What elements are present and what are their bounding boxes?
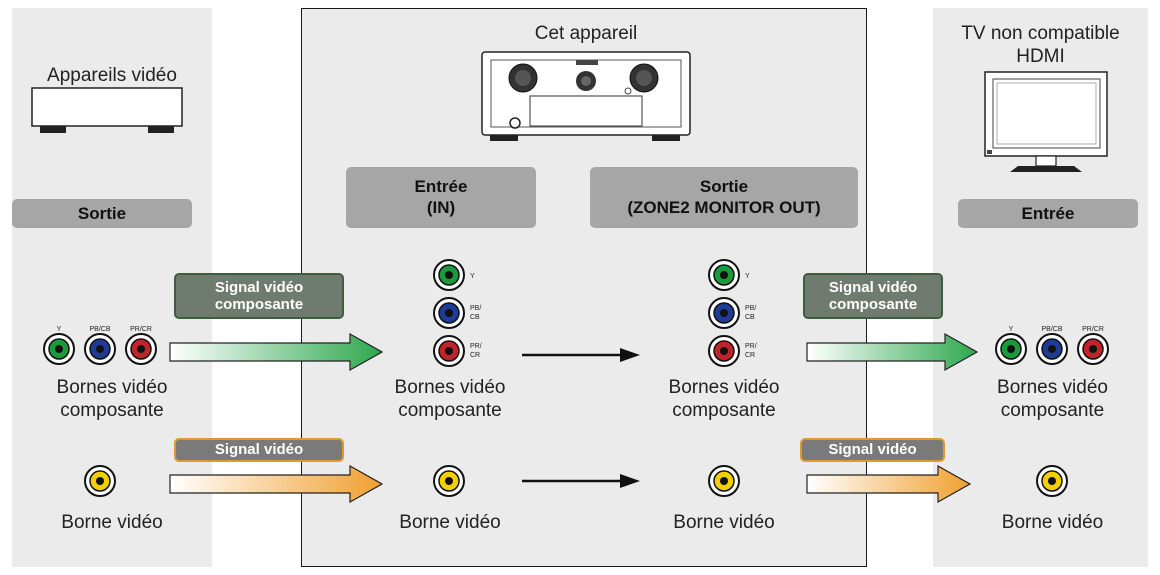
output-video-jack [708,465,740,497]
tv-component-caption: Bornes vidéo composante [950,376,1155,422]
input-component-caption: Bornes vidéo composante [350,376,550,422]
component-signal-line1-right: Signal vidéo [828,279,918,296]
tv-label-line2: HDMI [1016,46,1065,67]
output-jack-label-cr: CR [745,352,755,359]
right-jack-label-y: Y [1009,326,1014,333]
input-jack-label-pr: PR/ [470,343,482,350]
output-jack-label-pb: PB/ [745,305,756,312]
output-jack-label-pr: PR/ [745,343,757,350]
right-component-jacks [995,333,1109,365]
video-signal-tag-right: Signal vidéo [800,438,945,462]
tv-video-caption: Borne vidéo [1001,512,1104,533]
left-jack-label-pb: PB/CB [89,326,110,333]
tv-icon [984,71,1108,172]
tv-component-line1: Bornes vidéo [997,377,1108,398]
input-jack-label-cr: CR [470,352,480,359]
output-jack-label-y: Y [745,273,750,280]
zone2-monitor-out-header: Sortie (ZONE2 MONITOR OUT) [590,167,858,228]
output-component-line1: Bornes vidéo [668,377,780,398]
tv-component-line2: composante [1000,400,1105,421]
input-component-line1: Bornes vidéo [394,377,506,398]
input-in-header: Entrée (IN) [346,167,536,228]
source-video-caption: Borne vidéo [61,512,163,533]
input-header-line2: (IN) [426,198,456,217]
left-jack-label-pr: PR/CR [130,326,152,333]
internal-video-arrow [522,474,640,488]
component-signal-line2: composante [214,296,304,313]
input-jack-label-pb: PB/ [470,305,481,312]
tv-device-label: TV non compatible HDMI [933,22,1148,68]
output-jack-label-cb: CB [745,314,755,321]
source-device-label: Appareils vidéo [47,65,177,86]
source-component-line2: composante [60,400,164,421]
right-video-jack [1036,465,1068,497]
output-header-line2: (ZONE2 MONITOR OUT) [627,198,821,217]
video-device-icon [31,87,183,133]
component-arrow-left [169,332,384,372]
right-jack-label-pb: PB/CB [1041,326,1062,333]
left-video-jack [84,465,116,497]
right-jack-label-pr: PR/CR [1082,326,1104,333]
output-component-caption: Bornes vidéo composante [624,376,824,422]
output-video-caption: Borne vidéo [673,512,775,533]
input-component-line2: composante [398,400,502,421]
input-video-jack [433,465,465,497]
component-arrow-right [806,332,979,372]
output-component-jacks [708,259,740,367]
input-video-caption: Borne vidéo [399,512,501,533]
source-component-caption: Bornes vidéo composante [12,376,212,422]
receiver-device-label: Cet appareil [534,23,638,44]
source-component-line1: Bornes vidéo [56,377,168,398]
video-arrow-right [806,464,972,504]
component-signal-line1: Signal vidéo [214,279,304,296]
source-output-header: Sortie [12,199,192,228]
component-signal-line2-right: composante [828,296,918,313]
left-jack-label-y: Y [57,326,62,333]
output-header-line1: Sortie [699,177,749,196]
video-arrow-left [169,464,384,504]
component-signal-tag-left: Signal vidéo composante [174,273,344,319]
input-jack-label-cb: CB [470,314,480,321]
video-signal-tag-left: Signal vidéo [174,438,344,462]
input-component-jacks [433,259,465,367]
tv-label-line1: TV non compatible [961,23,1120,44]
input-header-line1: Entrée [414,177,468,196]
input-jack-label-y: Y [470,273,475,280]
tv-input-header: Entrée [958,199,1138,228]
component-signal-tag-right: Signal vidéo composante [803,273,943,319]
left-component-jacks [43,333,157,365]
receiver-icon [481,51,691,141]
output-component-line2: composante [672,400,776,421]
internal-component-arrow [522,348,640,362]
